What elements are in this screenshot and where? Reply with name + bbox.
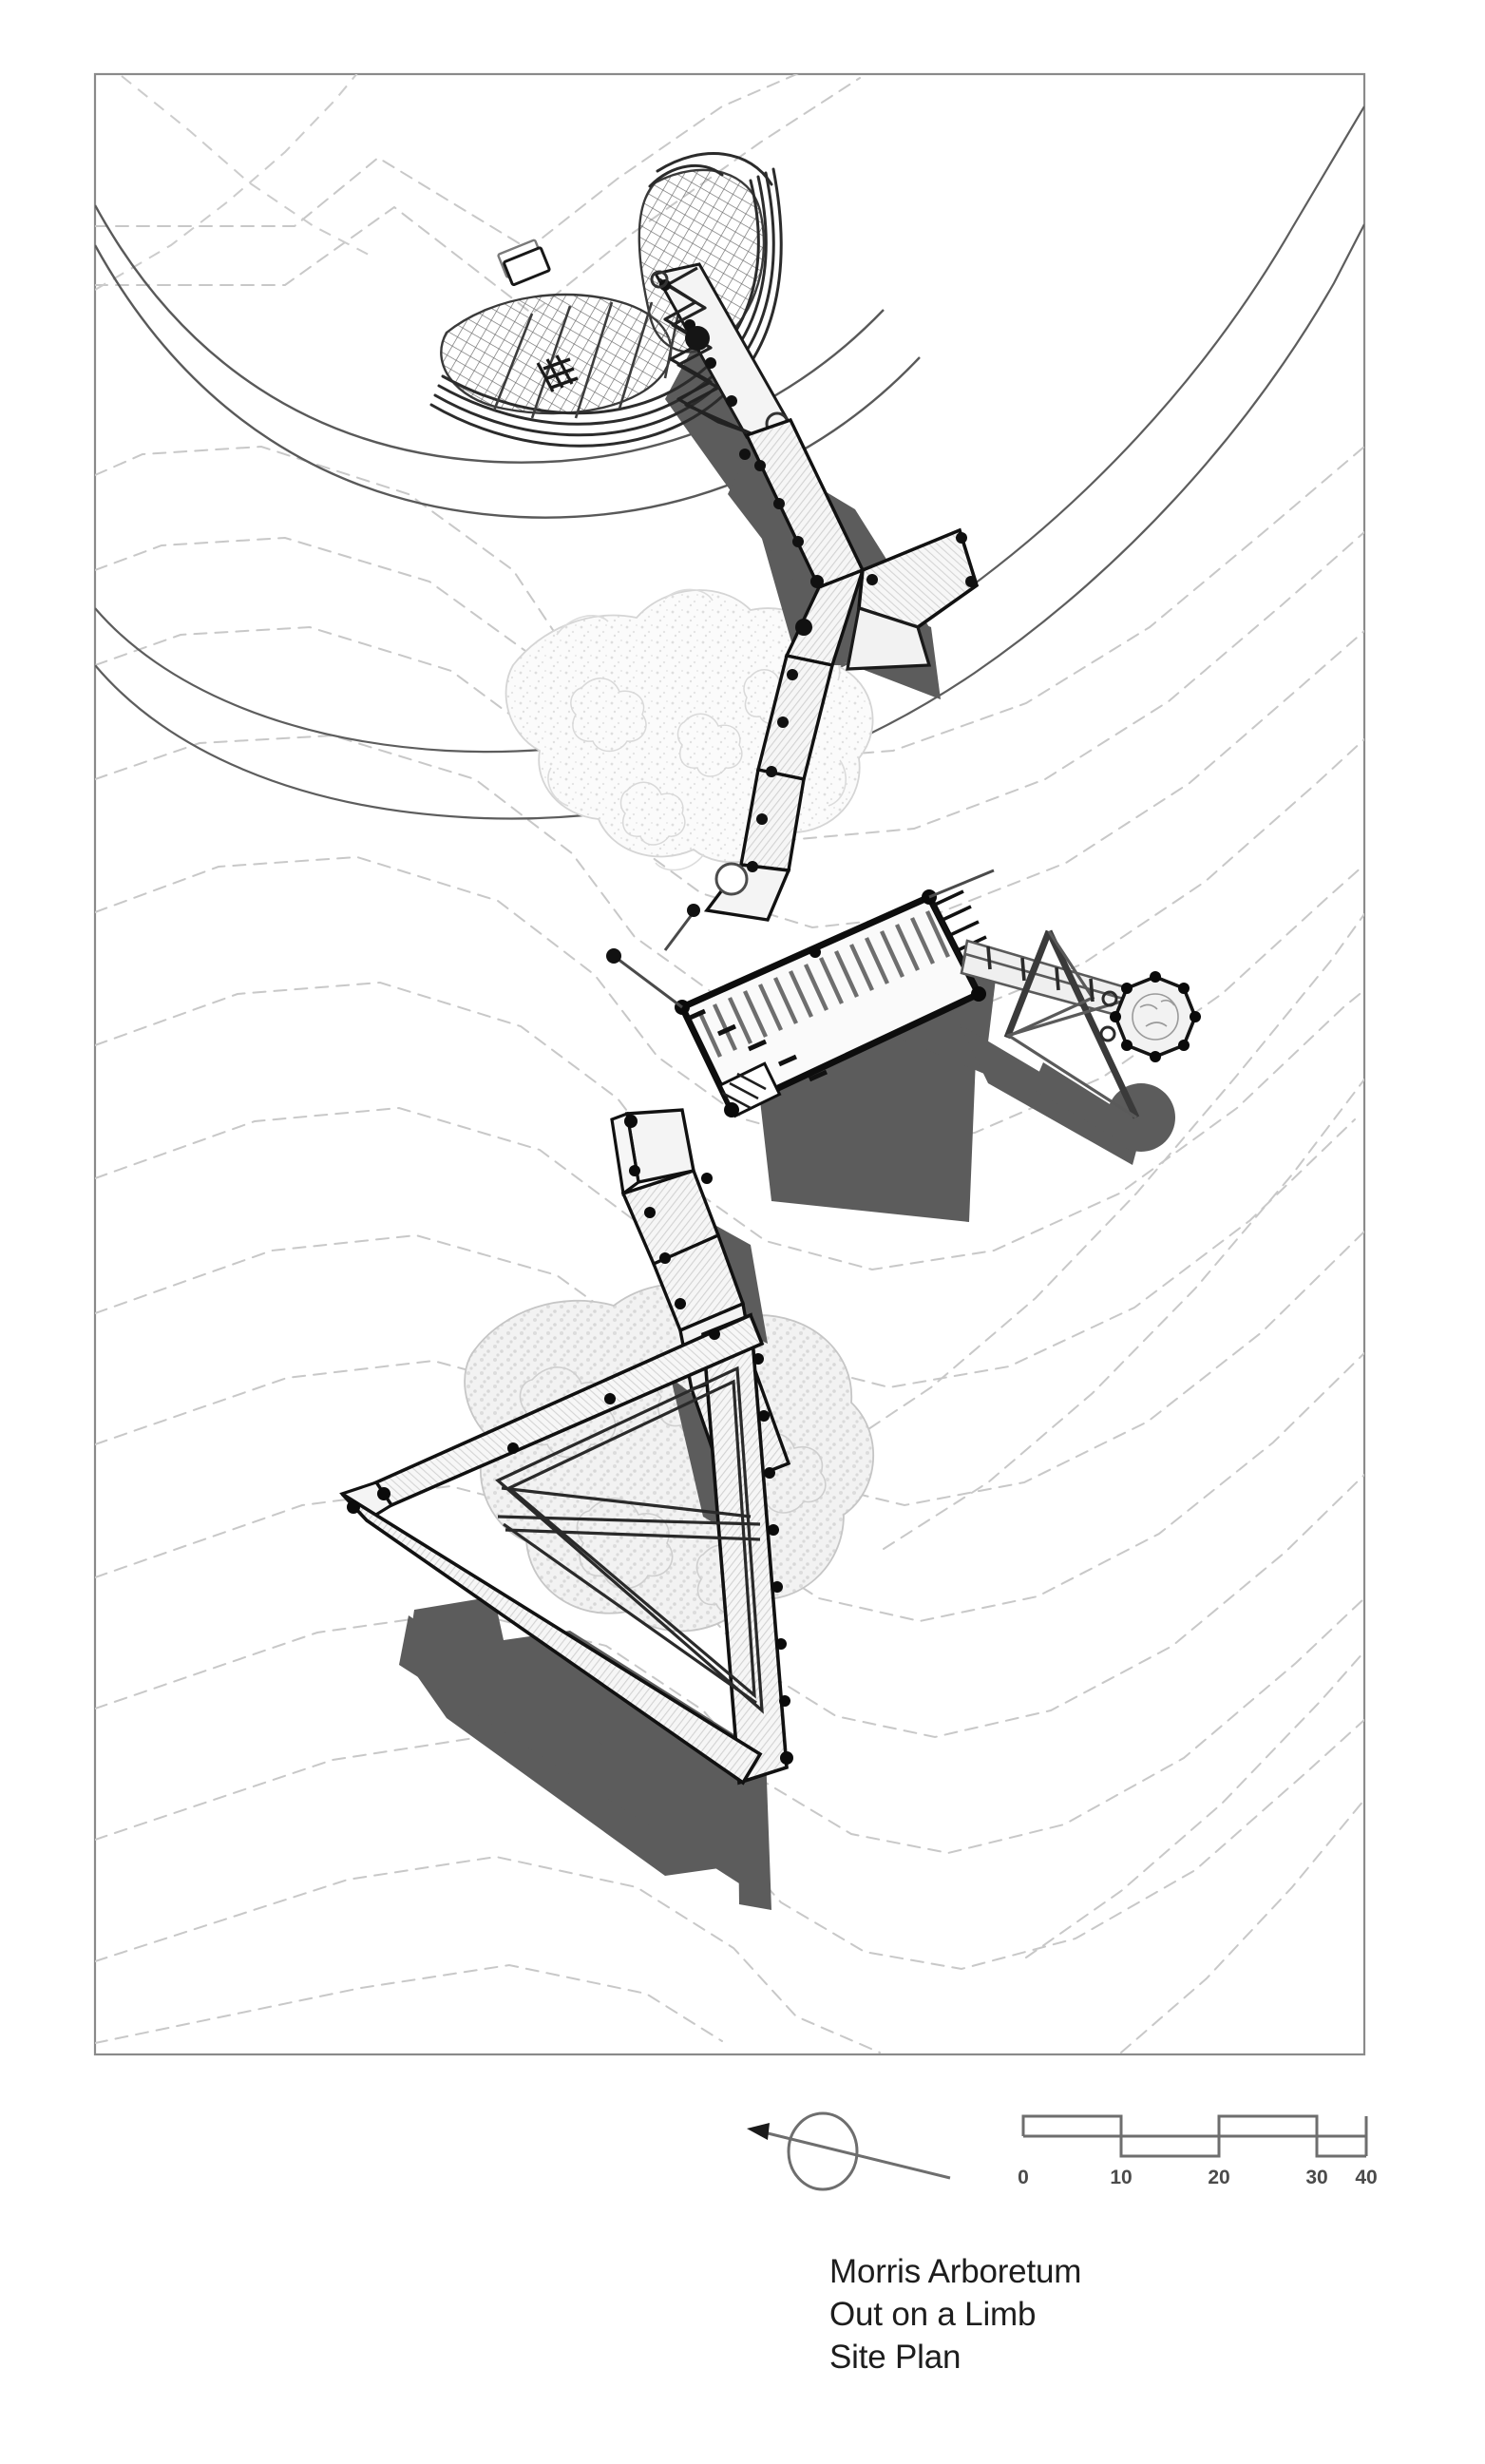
north-arrow [747, 2111, 951, 2191]
scale-bar-labels: 0 10 20 30 40 [1018, 2167, 1378, 2188]
triangular-walkway-loop [339, 1312, 793, 1786]
scale-tick-40: 40 [1355, 2167, 1377, 2188]
scale-tick-30: 30 [1305, 2167, 1327, 2188]
scale-tick-20: 20 [1208, 2167, 1229, 2188]
access-drive [95, 204, 921, 519]
upper-contours [95, 74, 373, 291]
title-line-drawing: Site Plan [829, 2339, 961, 2376]
title-block: Morris Arboretum Out on a Limb Site Plan [829, 2250, 1361, 2378]
elevated-walkway-upper [703, 417, 980, 922]
title-line-project: Out on a Limb [829, 2296, 1037, 2333]
octagonal-platform [1099, 971, 1201, 1062]
graphic-scale-bar [1021, 2114, 1368, 2158]
right-bridge [960, 929, 1201, 1119]
scale-tick-0: 0 [1018, 2167, 1029, 2188]
scale-tick-10: 10 [1110, 2167, 1132, 2188]
drive-marker [497, 239, 551, 287]
main-pavilion-deck [606, 869, 995, 1118]
canopy-net-structure [429, 152, 783, 448]
title-line-institution: Morris Arboretum [829, 2253, 1082, 2290]
